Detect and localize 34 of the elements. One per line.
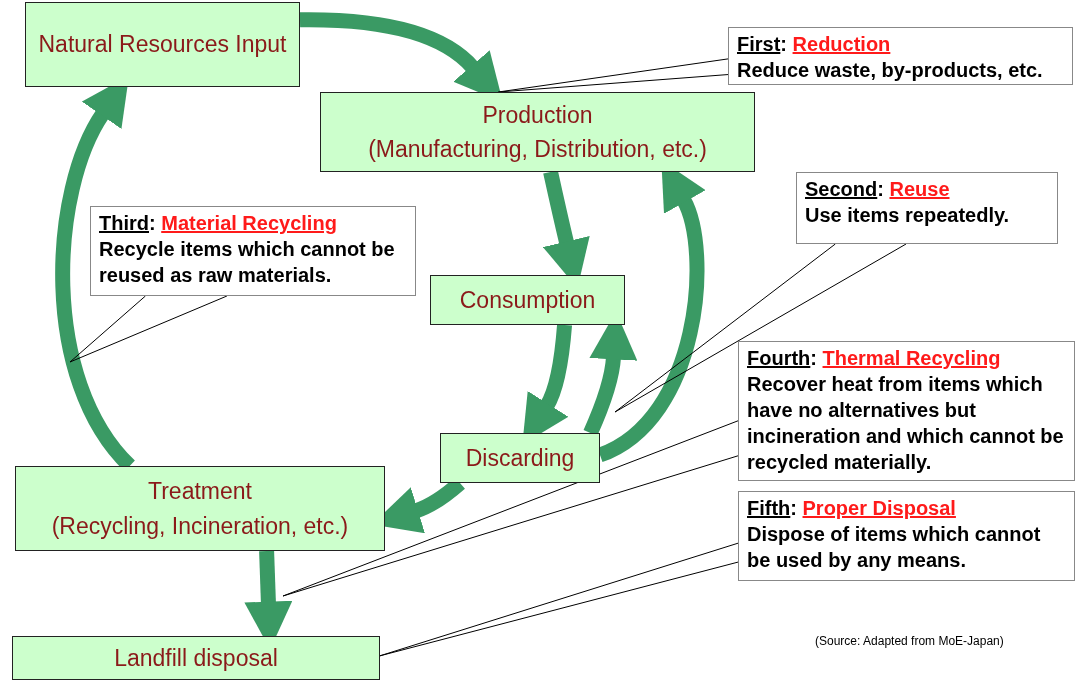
- callout-heading: Third: Material Recycling: [99, 211, 338, 236]
- callout-box: [728, 27, 1073, 85]
- process-box: [430, 275, 625, 325]
- callout-heading: Fifth: Proper Disposal: [747, 496, 957, 521]
- callout-text: Dispose of items which cannot be used by any means.: [747, 522, 1042, 573]
- box-title: Natural Resources Input: [37, 30, 288, 60]
- callout-heading: Second: Reuse: [805, 177, 951, 202]
- leader-line: [379, 542, 739, 657]
- box-title: Treatment: [148, 477, 252, 506]
- callout-text: Recycle items which cannot be reused as raw materials.: [99, 237, 396, 288]
- box-subtitle: (Recycling, Incineration, etc.): [51, 511, 349, 541]
- leader-line: [282, 420, 739, 597]
- callout-box: [738, 491, 1075, 581]
- source-note: (Source: Adapted from MoE-Japan): [815, 634, 1004, 648]
- callout-text: Reduce waste, by-products, etc.: [737, 58, 1044, 83]
- process-box: [25, 2, 300, 87]
- callout-heading: First: Reduction: [737, 32, 892, 57]
- box-title: Discarding: [465, 443, 575, 473]
- callout-text: Use items repeatedly.: [805, 203, 1011, 228]
- leader-line: [69, 295, 228, 363]
- leader-line: [614, 243, 907, 413]
- callout-box: [738, 341, 1075, 481]
- box-title: Landfill disposal: [114, 643, 278, 673]
- process-box: [320, 92, 755, 172]
- callout-text: Recover heat from items which have no alternatives but incineration and which cannot be recycled materially.: [747, 372, 1065, 475]
- box-subtitle: (Manufacturing, Distribution, etc.): [368, 135, 707, 164]
- process-box: [440, 433, 600, 483]
- box-title: Consumption: [459, 285, 596, 315]
- callout-heading: Fourth: Thermal Recycling: [747, 346, 1002, 371]
- box-title: Production: [482, 100, 593, 130]
- callout-box: [90, 206, 416, 296]
- callout-box: [796, 172, 1058, 244]
- process-box: [15, 466, 385, 551]
- process-box: [12, 636, 380, 680]
